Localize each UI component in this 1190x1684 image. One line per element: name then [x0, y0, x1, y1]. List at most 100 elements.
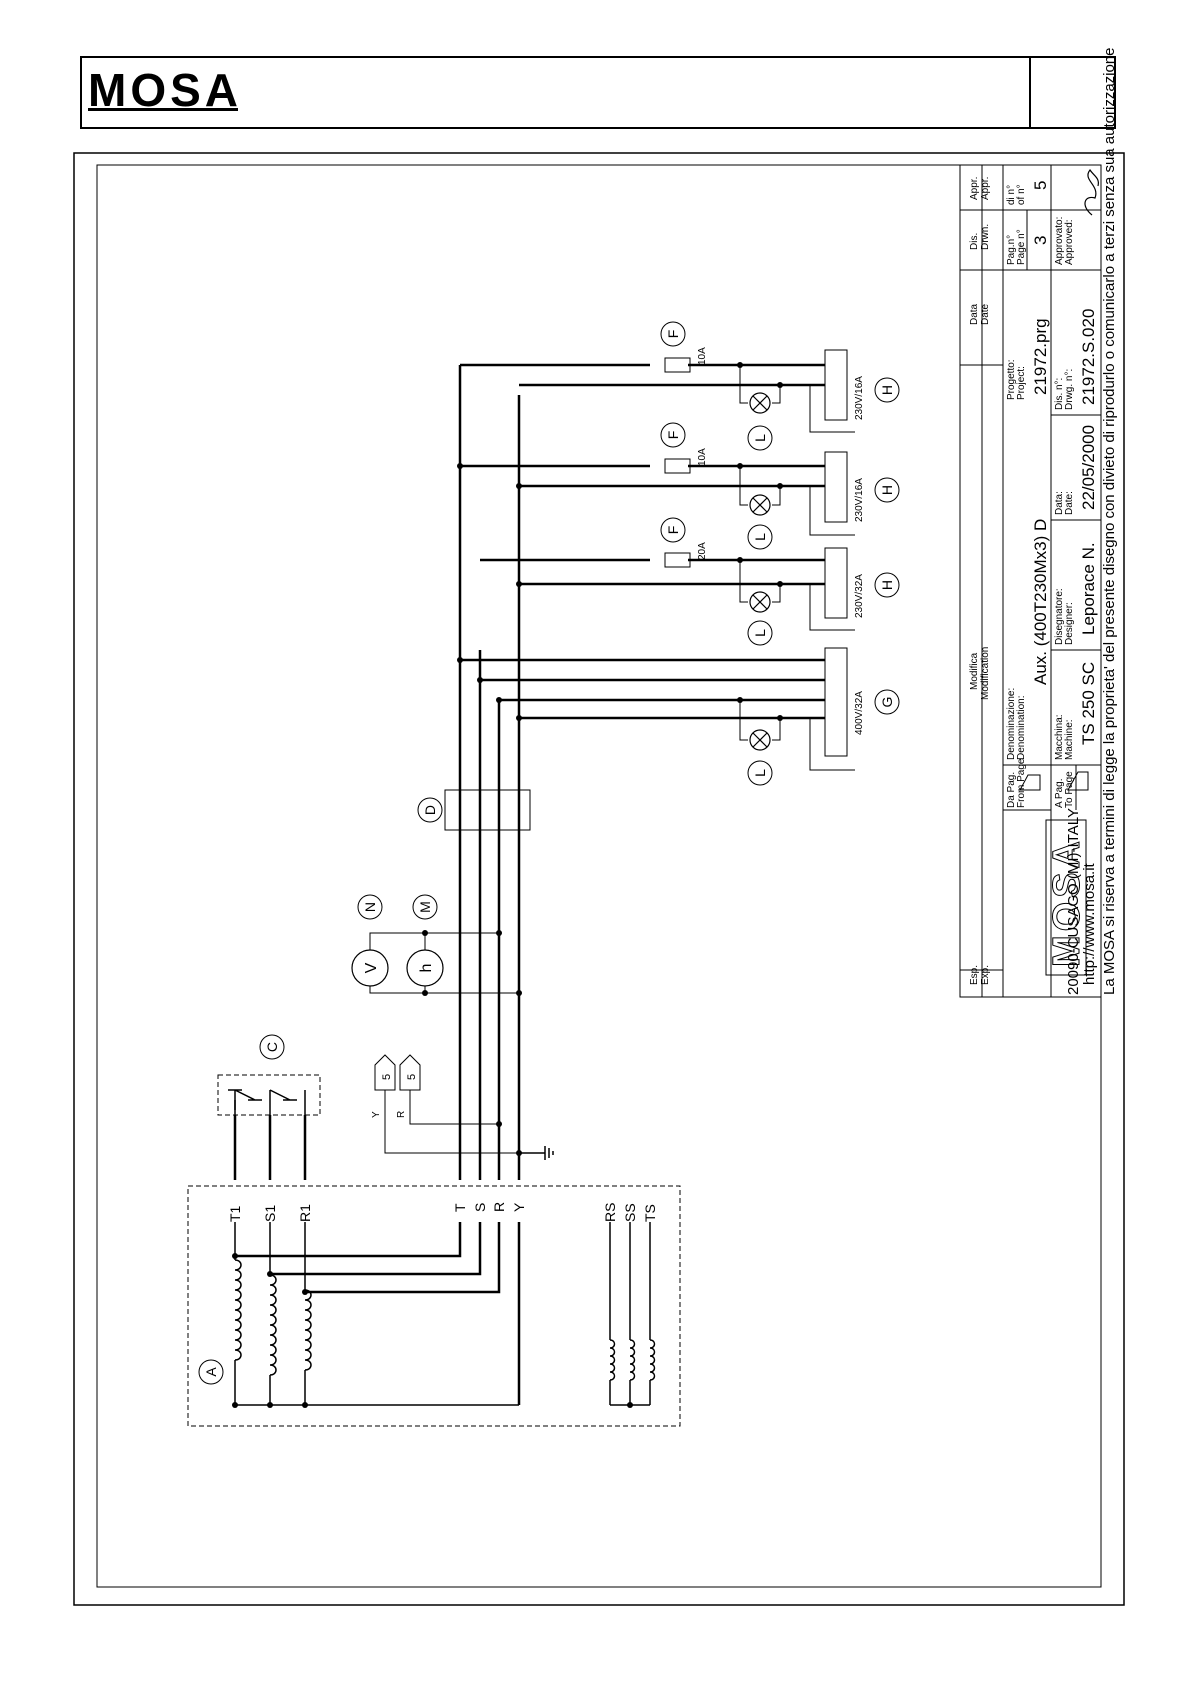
- terminal-t: T: [452, 1203, 468, 1212]
- terminal-rs: RS: [602, 1203, 618, 1222]
- designer-label: Designer:: [1064, 602, 1075, 645]
- outer-border: [73, 152, 1125, 1606]
- terminal-ss: SS: [622, 1203, 638, 1222]
- date-label: Date:: [1064, 491, 1075, 515]
- appr-header-label: Appr.: [969, 177, 980, 200]
- to-page-arrow-icon: [1067, 771, 1089, 791]
- fuse-1: [664, 357, 691, 373]
- footer-notice: La MOSA si riserva a termini di legge la…: [1101, 47, 1118, 995]
- label-h-1: H: [879, 385, 895, 395]
- label-l-4: L: [752, 769, 768, 777]
- title-block: [959, 164, 1102, 998]
- label-c: C: [264, 1042, 280, 1052]
- lamp-4-icon: [749, 729, 771, 751]
- generator-box: [187, 1185, 681, 1427]
- progetto-value: 21972.prg: [1031, 318, 1050, 395]
- label-n: N: [362, 902, 378, 912]
- connector-r: [399, 1054, 421, 1091]
- connector-y-number: 5: [381, 1074, 393, 1080]
- lamp-3-icon: [749, 591, 771, 613]
- winding-s1: [269, 1274, 277, 1376]
- socket-3: [824, 547, 848, 619]
- project-label: Project:: [1016, 366, 1027, 400]
- lamp-1-icon: [749, 392, 771, 414]
- socket-3-rating: 230V/32A: [854, 574, 865, 618]
- label-l-3: L: [752, 629, 768, 637]
- data-header-label: Data: [969, 303, 980, 325]
- label-g: G: [879, 697, 895, 708]
- label-f-1: F: [665, 330, 681, 339]
- title-block-logo: MOSA: [1045, 819, 1089, 976]
- socket-2: [824, 451, 848, 523]
- winding-t1: [234, 1259, 242, 1361]
- lamp-2-icon: [749, 494, 771, 516]
- title-logo-text: MOSA: [1046, 837, 1088, 967]
- terminal-r: R: [491, 1202, 507, 1212]
- socket-1: [824, 349, 848, 421]
- label-f-2: F: [665, 431, 681, 440]
- company-address: 20090-CUSAGO (MI)-ITALY: [1065, 808, 1082, 995]
- hour-meter-icon: [406, 949, 444, 987]
- label-a: A: [203, 1367, 219, 1377]
- of-value: 5: [1031, 181, 1050, 190]
- approvato-label: Approvato:: [1054, 217, 1065, 265]
- from-page-label: From Page: [1016, 758, 1027, 808]
- from-page-arrow-icon: [1019, 774, 1041, 791]
- terminal-ts: TS: [642, 1204, 658, 1222]
- socket-2-rating: 230V/16A: [854, 478, 865, 522]
- fuse-1-rating: 10A: [697, 347, 708, 365]
- page-n-label: Page n°: [1016, 229, 1027, 265]
- dis-header-label: Dis.: [969, 233, 980, 250]
- macchina-value: TS 250 SC: [1079, 662, 1098, 745]
- macchina-label: Macchina:: [1054, 714, 1065, 760]
- exp-label: Exp.: [980, 965, 991, 985]
- label-h-3: H: [879, 580, 895, 590]
- page-value: 3: [1031, 236, 1050, 245]
- mosa-logo: MOSA: [88, 66, 242, 112]
- approval-signature: [1084, 168, 1099, 216]
- denominazione-label: Denominazione:: [1006, 688, 1017, 760]
- a-pag-label: A Pag.: [1054, 779, 1065, 808]
- label-v: V: [363, 962, 380, 973]
- dis-n-value: 21972.S.020: [1079, 309, 1098, 405]
- pag-n-label: Pag.n°: [1006, 235, 1017, 265]
- label-l-2: L: [752, 533, 768, 541]
- terminal-r1: R1: [297, 1204, 313, 1222]
- label-m: M: [417, 901, 433, 913]
- socket-4: [824, 647, 848, 757]
- wire-r-label: R: [396, 1111, 407, 1118]
- disegnatore-value: Leporace N.: [1079, 542, 1098, 635]
- dis-n-label: Dis. n°:: [1054, 378, 1065, 410]
- connector-r-number: 5: [406, 1074, 418, 1080]
- fuse-3: [664, 552, 691, 568]
- di-n-label: di n°: [1006, 185, 1017, 205]
- main-switch-box: [444, 789, 531, 831]
- label-h-meter: h: [418, 964, 435, 973]
- label-h-2: H: [879, 485, 895, 495]
- to-page-label: To Page: [1064, 771, 1075, 808]
- fuse-2-rating: 10A: [697, 448, 708, 466]
- terminal-s1: S1: [262, 1205, 278, 1222]
- inner-border: [96, 164, 1102, 1588]
- terminal-y: Y: [511, 1202, 527, 1212]
- label-d: D: [422, 805, 438, 815]
- denomination-label: Denomination:: [1016, 696, 1027, 760]
- date-header-label: Date: [980, 303, 991, 325]
- logo-text: MOSA: [88, 66, 242, 112]
- approved-label: Approved:: [1064, 219, 1075, 265]
- drwn-header-label: Drwn.: [980, 224, 991, 250]
- data-value: 22/05/2000: [1079, 425, 1098, 510]
- wire-y-label: Y: [371, 1111, 382, 1118]
- drwg-n-label: Drwg. n°:: [1064, 369, 1075, 410]
- label-l-1: L: [752, 434, 768, 442]
- voltmeter-icon: [351, 949, 389, 987]
- data-label: Data:: [1054, 491, 1065, 515]
- socket-1-rating: 230V/16A: [854, 376, 865, 420]
- header-divider: [1029, 56, 1031, 129]
- progetto-label: Progetto:: [1006, 359, 1017, 400]
- terminal-s: S: [472, 1203, 488, 1212]
- esp-label: Esp.: [969, 965, 980, 985]
- company-web: http://www.mosa.it: [1081, 862, 1098, 985]
- fuse-2: [664, 458, 691, 474]
